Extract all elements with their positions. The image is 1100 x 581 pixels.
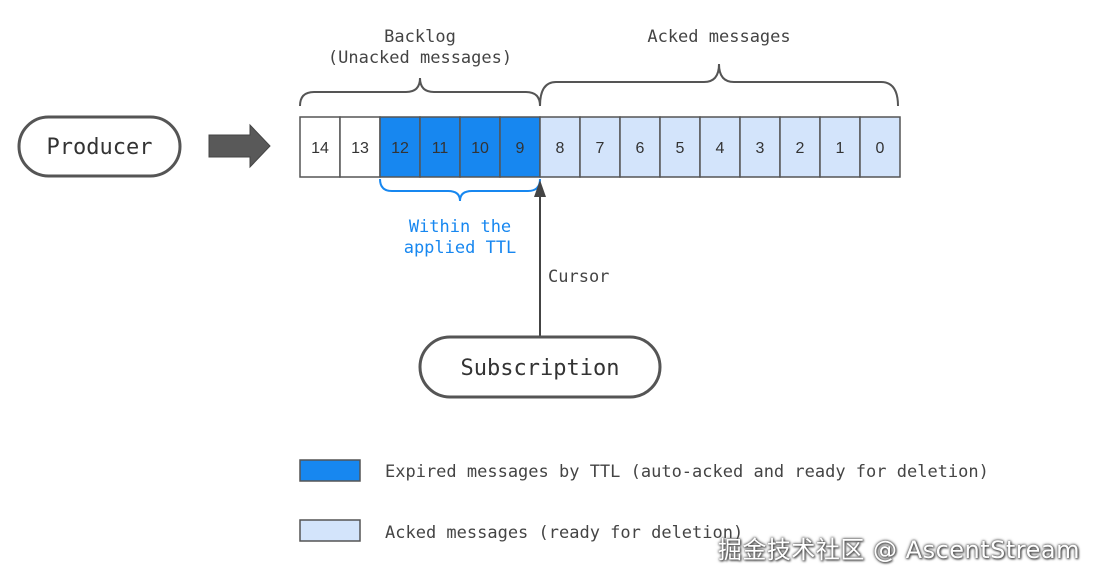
queue-cell-label-2: 2 <box>796 140 805 157</box>
queue-cell-label-11: 11 <box>432 140 449 157</box>
queue-cell-3 <box>739 116 781 178</box>
queue-cell-6 <box>619 116 661 178</box>
cursor-label: Cursor <box>548 267 609 287</box>
backlog-label: Backlog <box>384 27 456 47</box>
subscription-label: Subscription <box>461 356 620 381</box>
legend-swatch-acked <box>299 519 361 542</box>
queue-cell-7 <box>579 116 621 178</box>
queue-cell-label-10: 10 <box>471 140 489 157</box>
queue-cell-1 <box>819 116 861 178</box>
subscription-node <box>418 335 662 399</box>
legend-text-expired: Expired messages by TTL (auto-acked and … <box>385 462 989 482</box>
queue-cell-10 <box>459 116 501 178</box>
queue-cell-label-12: 12 <box>391 140 409 157</box>
queue-cell-12 <box>379 116 421 178</box>
queue-cell-label-4: 4 <box>716 140 725 157</box>
acked-messages-label: Acked messages <box>647 27 790 47</box>
queue-cell-14 <box>299 116 341 178</box>
queue-cell-9 <box>499 116 541 178</box>
producer-arrow <box>208 123 271 169</box>
cursor-arrowhead <box>534 180 546 197</box>
queue-cell-4 <box>699 116 741 178</box>
legend-text-acked: Acked messages (ready for deletion) <box>385 523 743 543</box>
queue-cell-11 <box>419 116 461 178</box>
queue-cell-label-3: 3 <box>756 140 765 157</box>
queue-cell-13 <box>339 116 381 178</box>
queue-cell-label-6: 6 <box>636 140 645 157</box>
queue-cell-label-14: 14 <box>311 140 329 157</box>
queue-cell-label-5: 5 <box>676 140 685 157</box>
acked-brace <box>539 63 899 107</box>
queue-cell-2 <box>779 116 821 178</box>
queue-cell-label-0: 0 <box>876 140 885 157</box>
legend-swatch-expired <box>299 459 361 482</box>
queue-cell-label-1: 1 <box>836 140 845 157</box>
ttl-sublabel: applied TTL <box>404 238 517 258</box>
queue-cell-0 <box>859 116 901 178</box>
backlog-sublabel: (Unacked messages) <box>328 48 512 68</box>
queue-cell-label-7: 7 <box>596 140 605 157</box>
queue-cell-label-9: 9 <box>516 140 525 157</box>
queue-cell-5 <box>659 116 701 178</box>
queue-cell-label-13: 13 <box>351 140 369 157</box>
backlog-brace <box>299 77 541 107</box>
ttl-label: Within the <box>409 217 511 237</box>
queue-cell-label-8: 8 <box>556 140 565 157</box>
producer-node <box>17 115 182 178</box>
watermark: 掘金技术社区 @ AscentStream <box>717 536 1080 564</box>
producer-label: Producer <box>47 135 153 160</box>
ttl-bracket <box>379 178 541 202</box>
